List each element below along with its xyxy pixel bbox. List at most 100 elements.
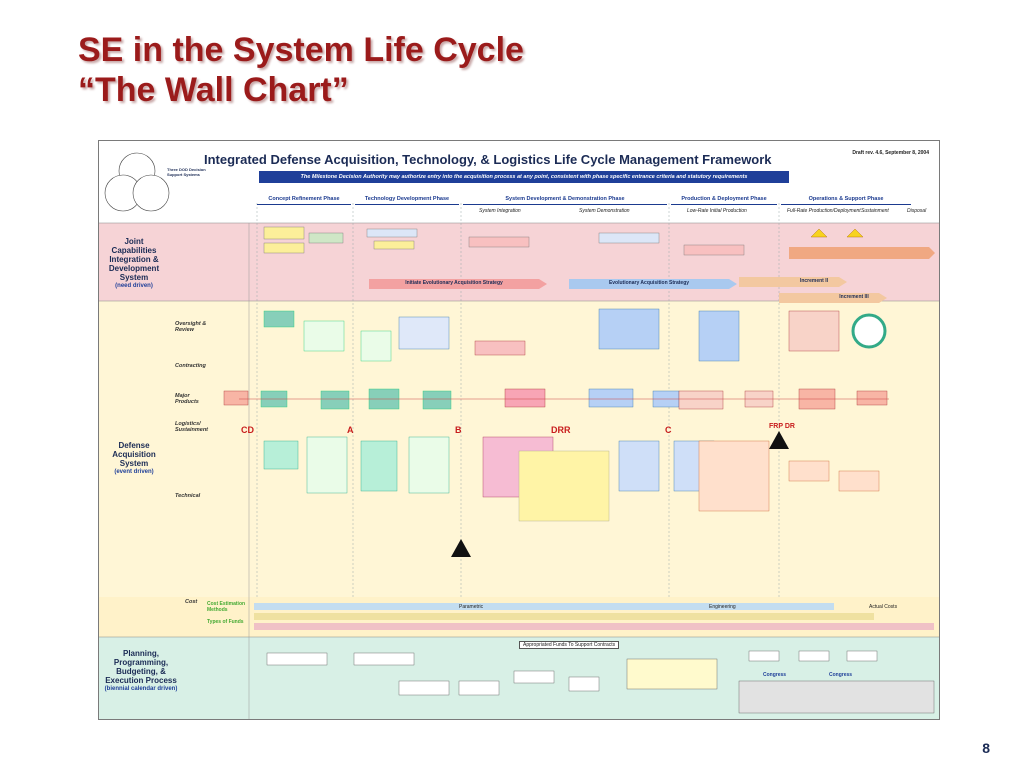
wall-chart: Integrated Defense Acquisition, Technolo… bbox=[98, 140, 940, 720]
congress-block bbox=[738, 680, 935, 714]
subphase-sustainment: Sustainment bbox=[861, 208, 889, 214]
milestone-b: B bbox=[455, 425, 462, 435]
chart-date: Draft rev. 4.6, September 8, 2004 bbox=[852, 150, 929, 156]
technical-box bbox=[788, 460, 830, 482]
milestone-cd: CD bbox=[241, 425, 254, 435]
ppbe-box bbox=[568, 676, 600, 692]
product-box bbox=[856, 390, 888, 406]
phase-technology-development: Technology Development Phase bbox=[355, 195, 459, 205]
increment3-arrow bbox=[779, 293, 887, 303]
das-box bbox=[598, 308, 660, 350]
jcids-box bbox=[366, 228, 418, 238]
product-box bbox=[504, 388, 546, 408]
ioc-marker bbox=[810, 228, 828, 238]
jcids-lane-subtitle: (need driven) bbox=[115, 283, 153, 289]
mdp-banner: The Milestone Decision Authority may aut… bbox=[259, 171, 789, 183]
ppbe-box bbox=[748, 650, 780, 662]
frp-triangle bbox=[769, 431, 789, 449]
ppbe-lane-title: Planning, Programming, Budgeting, & Exec… bbox=[105, 649, 177, 685]
milestone-frp-dr: FRP DR bbox=[769, 423, 795, 430]
technical-box bbox=[263, 440, 299, 470]
chart-title: Integrated Defense Acquisition, Technolo… bbox=[204, 152, 772, 167]
three-dod-label: Three DOD Decision Support Systems bbox=[167, 167, 206, 177]
side-label-oversight: Oversight & Review bbox=[175, 321, 207, 333]
das-lane-subtitle: (event driven) bbox=[114, 469, 154, 475]
types-of-funds-label: Types of Funds bbox=[207, 619, 244, 625]
ppbe-box bbox=[458, 680, 500, 696]
increment2-label: Increment II bbox=[799, 278, 829, 284]
subphase-disposal: Disposal bbox=[907, 208, 927, 214]
page-number: 8 bbox=[982, 740, 990, 756]
side-label-contracting: Contracting bbox=[175, 363, 206, 369]
ppbe-lane-label: Planning, Programming, Budgeting, & Exec… bbox=[101, 649, 181, 694]
congress-label-2: Congress bbox=[829, 672, 853, 678]
jcids-box bbox=[263, 242, 305, 254]
side-label-technical: Technical bbox=[175, 493, 201, 499]
jcids-box bbox=[598, 232, 660, 244]
ppbe-box bbox=[846, 650, 878, 662]
side-label-cost: Cost bbox=[185, 599, 198, 605]
parametric-label: Parametric bbox=[459, 604, 484, 610]
product-box bbox=[223, 390, 249, 406]
jcids-lane-title: Joint Capabilities Integration & Develop… bbox=[108, 237, 160, 282]
congress-label-1: Congress bbox=[763, 672, 787, 678]
technical-box bbox=[408, 436, 450, 494]
das-box bbox=[303, 320, 345, 352]
cost-bar bbox=[254, 613, 874, 620]
venn-circle-3 bbox=[132, 174, 170, 212]
product-box bbox=[588, 388, 634, 408]
subphase-system-integration: System Integration bbox=[479, 208, 521, 214]
slide-title: SE in the System Life Cycle “The Wall Ch… bbox=[78, 30, 524, 110]
jcids-ops-arrow bbox=[789, 247, 935, 259]
actual-costs-label: Actual Costs bbox=[869, 604, 898, 610]
das-box bbox=[263, 310, 295, 328]
appropriated-funds-label: Appropriated Funds To Support Contracts bbox=[519, 641, 620, 649]
product-box bbox=[320, 390, 350, 410]
subphase-full-rate: Full-Rate Production/Deployment bbox=[787, 208, 861, 214]
ppbe-box bbox=[798, 650, 830, 662]
jcids-lane-bg bbox=[99, 223, 939, 301]
ppbe-box bbox=[398, 680, 450, 696]
das-box bbox=[698, 310, 740, 362]
technical-box bbox=[306, 436, 348, 494]
cost-estimation-label: Cost Estimation Methods bbox=[207, 601, 246, 613]
das-box bbox=[474, 340, 526, 356]
phase-operations-support: Operations & Support Phase bbox=[781, 195, 911, 205]
incremental-strategy-arrow bbox=[369, 279, 547, 289]
technical-box bbox=[838, 470, 880, 492]
technical-box bbox=[518, 450, 610, 522]
ppbe-box bbox=[513, 670, 555, 684]
ppbe-lane-subtitle: (biennial calendar driven) bbox=[104, 686, 178, 692]
phase-sdd: System Development & Demonstration Phase bbox=[463, 195, 667, 205]
product-box bbox=[678, 390, 724, 410]
technical-box bbox=[360, 440, 398, 492]
technical-box bbox=[698, 440, 770, 512]
milestone-a: A bbox=[347, 425, 354, 435]
incremental-strategy-label: Initiate Evolutionary Acquisition Strate… bbox=[405, 280, 503, 286]
phase-concept-refinement: Concept Refinement Phase bbox=[257, 195, 351, 205]
cost-bar bbox=[254, 623, 934, 630]
side-label-logistics: Logistics/ Sustainment bbox=[175, 421, 209, 433]
jcids-box bbox=[373, 240, 415, 250]
drr-triangle bbox=[451, 539, 471, 557]
product-box bbox=[422, 390, 452, 410]
technical-box bbox=[618, 440, 660, 492]
cost-bar bbox=[254, 603, 834, 610]
increment2-arrow bbox=[739, 277, 847, 287]
slide-title-line-1: SE in the System Life Cycle bbox=[78, 31, 524, 69]
jcids-box bbox=[308, 232, 344, 244]
jcids-box bbox=[683, 244, 745, 256]
das-box bbox=[788, 310, 840, 352]
ppbe-box bbox=[353, 652, 415, 666]
engineering-label: Engineering bbox=[709, 604, 736, 610]
subphase-lrip: Low-Rate Initial Production bbox=[687, 208, 747, 214]
side-label-major-products: Major Products bbox=[175, 393, 199, 405]
evolutionary-strategy-arrow bbox=[569, 279, 737, 289]
das-lane-label: Defense Acquisition System (event driven… bbox=[101, 441, 167, 477]
ppbe-box bbox=[266, 652, 328, 666]
das-box bbox=[360, 330, 392, 362]
subphase-system-demonstration: System Demonstration bbox=[579, 208, 630, 214]
milestone-c: C bbox=[665, 425, 672, 435]
das-lane-title: Defense Acquisition System bbox=[112, 441, 156, 468]
foc-marker bbox=[846, 228, 864, 238]
